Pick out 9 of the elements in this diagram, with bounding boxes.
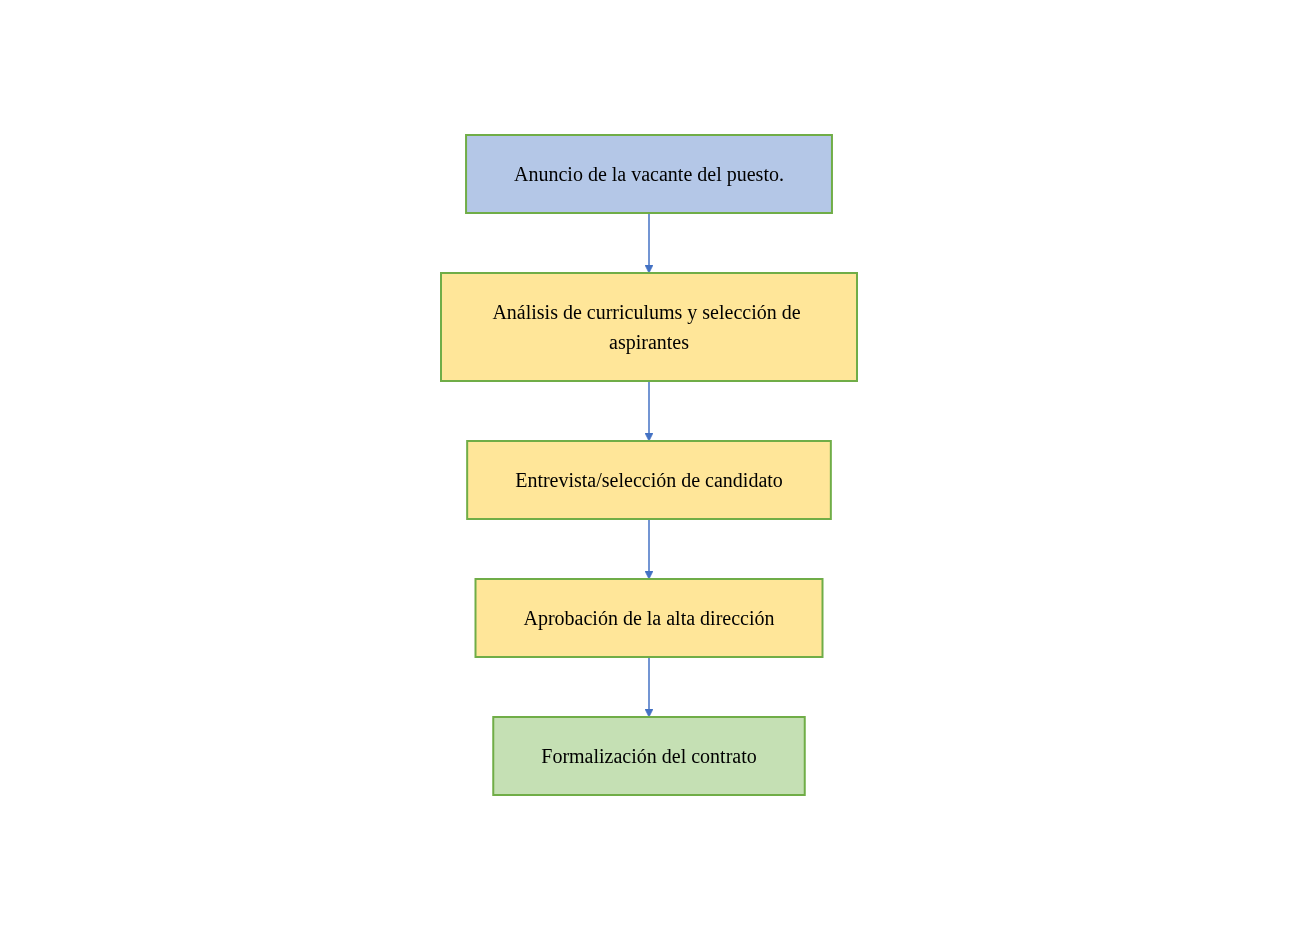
arrow [644, 518, 653, 580]
arrow [644, 212, 653, 274]
node-box: Aprobación de la alta dirección [474, 578, 823, 658]
arrow [644, 380, 653, 442]
arrow [644, 656, 653, 718]
node-box: Entrevista/selección de candidato [465, 440, 832, 520]
node-box: Análisis de curriculums y selección de aspirantes [439, 272, 858, 382]
node-box: Formalización del contrato [491, 716, 806, 796]
node-box: Anuncio de la vacante del puesto. [464, 134, 833, 214]
